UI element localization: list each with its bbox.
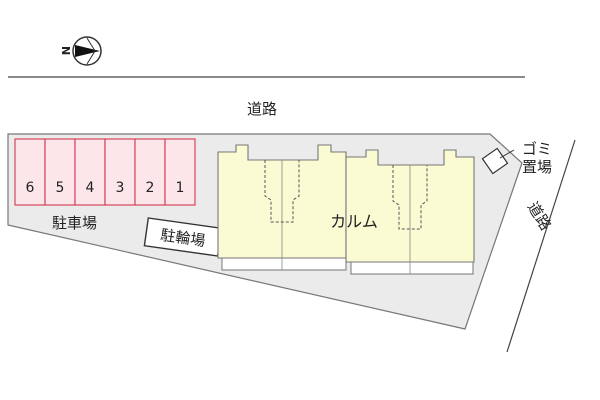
building-name: カルム	[330, 212, 378, 231]
parking-space	[14, 138, 46, 206]
garbage-label-line1: ゴミ	[522, 140, 552, 158]
parking-space-number: 1	[176, 180, 185, 196]
building-west	[217, 144, 347, 271]
parking-space	[104, 138, 136, 206]
parking-space	[44, 138, 76, 206]
parking-space	[134, 138, 166, 206]
parking-space-number: 3	[116, 180, 125, 196]
top-road-label: 道路	[247, 100, 277, 118]
right-road-label: 道路	[524, 199, 555, 234]
parking-lot: 6 5 4 3 2 1	[14, 138, 196, 206]
parking-label: 駐車場	[52, 214, 97, 232]
building-east	[345, 149, 475, 275]
north-label: N	[59, 46, 72, 55]
bicycle-parking: 駐輪場	[143, 217, 223, 257]
parking-space-number: 6	[26, 180, 35, 196]
parking-space-number: 4	[86, 180, 95, 196]
garbage-label-line2: 置場	[522, 158, 552, 176]
parking-space-number: 2	[146, 180, 155, 196]
parking-space-number: 5	[56, 180, 65, 196]
svg-text:道路: 道路	[524, 199, 555, 234]
garbage-leader-line	[499, 149, 515, 159]
parking-space	[164, 138, 196, 206]
north-arrow-icon: N	[59, 36, 102, 66]
parking-space	[74, 138, 106, 206]
right-road-line	[506, 139, 576, 353]
garbage-point: ゴミ 置場	[481, 140, 552, 176]
